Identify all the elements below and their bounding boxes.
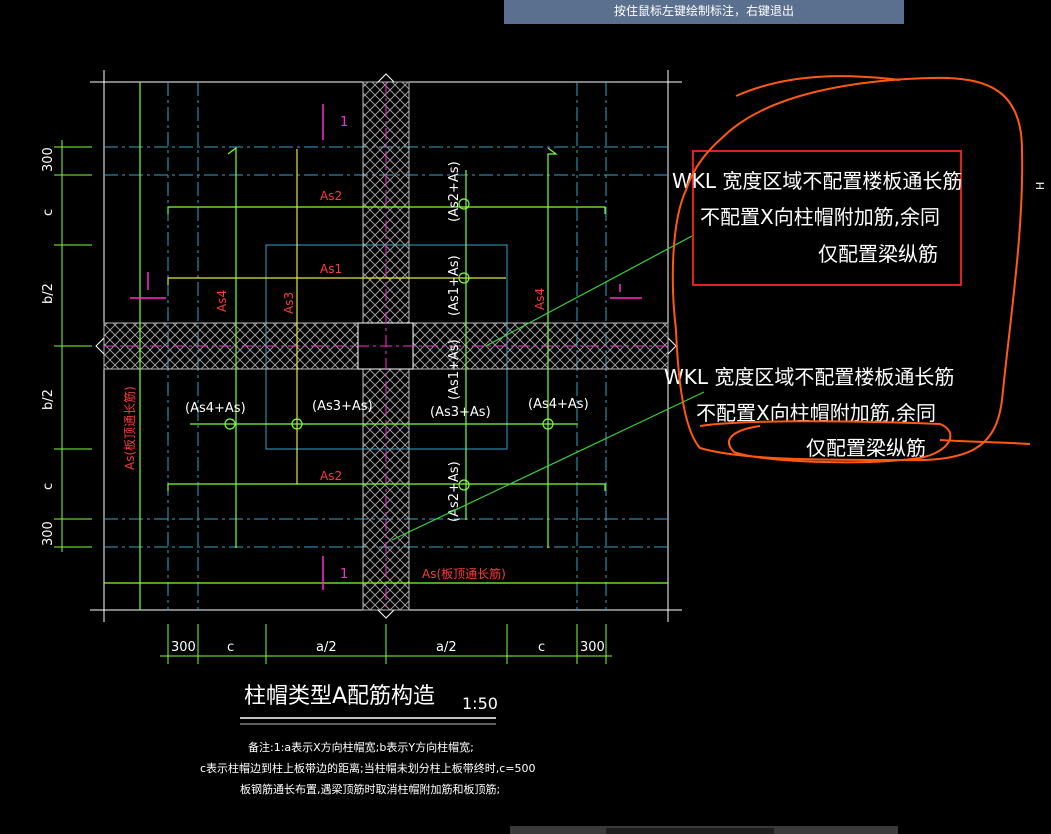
annotation-2-line-3: 仅配置梁纵筋 xyxy=(806,436,926,460)
label-as4-as-left: (As4+As) xyxy=(185,401,246,416)
label-as-left-vertical: As(板顶通长筋) xyxy=(122,386,137,470)
label-as3: As3 xyxy=(282,292,296,314)
dim-left-c-bottom: c xyxy=(41,483,56,490)
rebar-yellow xyxy=(167,149,506,484)
dim-bottom-a2-right: a/2 xyxy=(436,640,457,655)
label-as2-as-top: (As2+As) xyxy=(447,161,462,222)
section-mark-top: 1 xyxy=(340,115,348,130)
annotation-1-line-3: 仅配置梁纵筋 xyxy=(818,242,938,266)
rebar-vertical xyxy=(139,82,578,610)
label-as1: As1 xyxy=(320,262,342,276)
dim-left-300-top: 300 xyxy=(41,147,56,172)
dim-left-c-top: c xyxy=(41,209,56,216)
label-as4-left: As4 xyxy=(215,290,229,312)
left-dimension-chain xyxy=(54,140,92,552)
label-as2-bottom: As2 xyxy=(320,469,342,483)
annotation-2-line-1: WKL 宽度区域不配置楼板通长筋 xyxy=(664,365,954,389)
dim-left-300-bottom: 300 xyxy=(41,521,56,546)
bottom-scrollbar[interactable] xyxy=(510,826,898,834)
annotation-box-red xyxy=(692,150,962,286)
drawing-title: 柱帽类型A配筋构造 xyxy=(244,684,435,709)
label-as4-right: As4 xyxy=(533,288,547,310)
note-line-2: c表示柱帽边到柱上板带边的距离;当柱帽未划分柱上板带终时,c=500 xyxy=(200,761,536,775)
section-mark-bottom: 1 xyxy=(340,567,348,582)
note-line-1: 备注:1:a表示X方向柱帽宽;b表示Y方向柱帽宽; xyxy=(248,740,474,754)
leader-lines xyxy=(391,235,705,541)
dim-left-b2-bottom: b/2 xyxy=(41,389,56,410)
rebar-dot xyxy=(542,418,554,430)
rebar-dot xyxy=(458,198,470,210)
dim-bottom-c-left: c xyxy=(227,640,234,655)
label-as3-as-left: (As3+As) xyxy=(312,399,373,414)
drawing-scale: 1:50 xyxy=(462,694,498,713)
label-as2-top: As2 xyxy=(320,189,342,203)
note-line-3: 板钢筋通长布置,遇梁顶筋时取消柱帽附加筋和板顶筋; xyxy=(240,782,500,796)
rebar-horizontal xyxy=(104,206,668,584)
scrollbar-thumb[interactable] xyxy=(606,828,774,834)
dim-left-b2-top: b/2 xyxy=(41,283,56,304)
rebar-dot xyxy=(458,272,470,284)
annotation-1-line-2: 不配置X向柱帽附加筋,余同 xyxy=(700,205,940,229)
rebar-dot xyxy=(458,479,470,491)
section-marks xyxy=(130,104,642,590)
dim-bottom-300-left: 300 xyxy=(171,640,196,655)
label-as1-as-lower: (As1+As) xyxy=(447,339,462,400)
rebar-dot xyxy=(224,418,236,430)
right-edge-mark: H xyxy=(1034,182,1047,190)
bottom-dimension-chain xyxy=(160,624,612,664)
rebar-dots xyxy=(224,198,554,491)
label-as3-as-right: (As3+As) xyxy=(430,405,491,420)
label-as2-as-bottom: (As2+As) xyxy=(447,461,462,522)
command-prompt-bar: 按住鼠标左键绘制标注，右键退出 xyxy=(504,0,904,24)
label-as1-as-upper: (As1+As) xyxy=(447,255,462,316)
dim-bottom-c-right: c xyxy=(538,640,545,655)
rebar-dot xyxy=(291,418,303,430)
dim-bottom-300-right: 300 xyxy=(580,640,605,655)
command-prompt-text: 按住鼠标左键绘制标注，右键退出 xyxy=(613,4,794,18)
annotation-1-line-1: WKL 宽度区域不配置楼板通长筋 xyxy=(672,169,962,193)
centerlines xyxy=(104,82,668,610)
label-as-bottom: As(板顶通长筋) xyxy=(422,566,506,581)
orange-markup-ink xyxy=(671,75,1031,464)
label-as4-as-right: (As4+As) xyxy=(528,397,589,412)
dim-bottom-a2-left: a/2 xyxy=(316,640,337,655)
